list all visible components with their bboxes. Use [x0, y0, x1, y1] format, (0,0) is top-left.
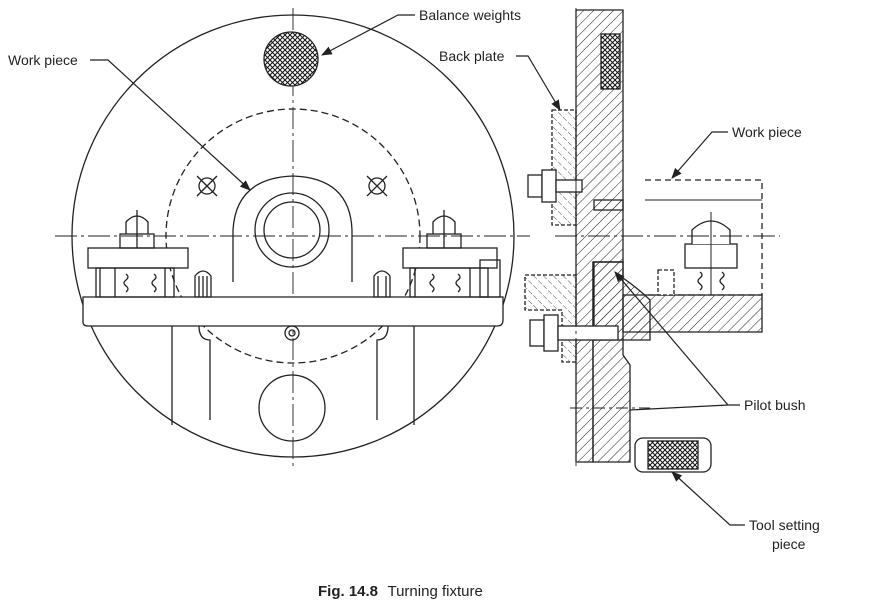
locating-hole-left	[196, 175, 218, 197]
label-tool-setting-line2: piece	[772, 536, 806, 552]
front-view	[55, 8, 530, 470]
label-work-piece-left: Work piece	[8, 52, 78, 68]
left-clamp	[87, 210, 212, 298]
lower-bore	[258, 374, 326, 442]
support-arm	[622, 294, 763, 333]
work-piece-boss	[232, 175, 353, 282]
label-balance-weights: Balance weights	[419, 7, 521, 23]
boss-bore-inner	[263, 201, 321, 259]
lower-rib-right-inner	[376, 325, 389, 420]
boss-bore-outer	[254, 192, 330, 268]
centre-screw	[284, 325, 300, 341]
side-view	[524, 8, 780, 473]
lower-rib-left-inner	[198, 325, 211, 420]
work-piece-outline	[645, 179, 763, 296]
side-clamp	[684, 212, 738, 295]
figure-caption: Fig. 14.8 Turning fixture	[318, 583, 483, 600]
label-tool-setting-line1: Tool setting	[749, 517, 820, 533]
caption-number: Fig. 14.8	[318, 583, 378, 600]
lower-bolt	[529, 314, 619, 352]
right-clamp	[373, 210, 501, 298]
label-work-piece-right: Work piece	[732, 124, 802, 140]
tool-setting-piece	[634, 437, 712, 473]
upper-bolt	[527, 169, 583, 203]
leader-lines	[90, 14, 745, 526]
label-pilot-bush: Pilot bush	[744, 397, 805, 413]
balance-weight-section	[600, 33, 621, 90]
base-plate	[82, 296, 504, 327]
balance-weight	[263, 31, 319, 87]
label-back-plate: Back plate	[439, 48, 505, 64]
caption-title: Turning fixture	[387, 583, 482, 600]
locating-hole-right	[366, 175, 388, 197]
upper-locator-block	[551, 109, 577, 226]
svg-text:Fig. 14.8 Turning fixtur: Fig. 14.8 Turning fixture	[318, 583, 483, 600]
labels: Balance weights Work piece Back plate Wo…	[8, 7, 820, 552]
